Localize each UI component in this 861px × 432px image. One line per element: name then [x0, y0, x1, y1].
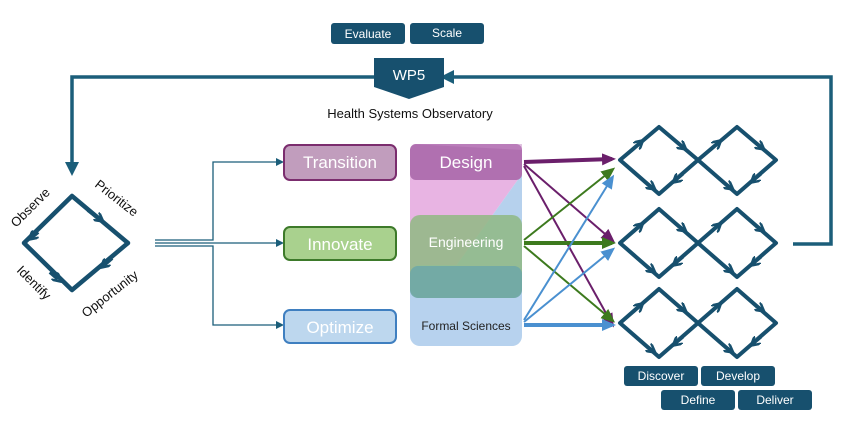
discover-button[interactable]: Discover — [624, 366, 698, 386]
engineering-label: Engineering — [429, 234, 504, 250]
define-label: Define — [681, 393, 716, 407]
wp5-caption: Health Systems Observatory — [327, 106, 493, 121]
define-button[interactable]: Define — [661, 390, 735, 410]
design-label: Design — [440, 153, 493, 172]
innovate-box[interactable]: Innovate — [283, 226, 397, 261]
wp5-label: WP5 — [393, 67, 426, 84]
transition-box[interactable]: Transition — [283, 144, 397, 181]
disciplines-panel — [410, 144, 522, 346]
discover-label: Discover — [638, 369, 685, 383]
strategy-connectors — [155, 158, 284, 329]
mapping-arrows — [523, 153, 616, 331]
feedback-loop-arrow — [65, 70, 833, 246]
innovate-label: Innovate — [307, 235, 372, 254]
cycle-label-prioritize: Prioritize — [92, 177, 141, 220]
evaluate-label: Evaluate — [345, 27, 392, 41]
transition-label: Transition — [303, 153, 377, 172]
cycle-diamond-icon — [21, 193, 131, 293]
scale-label: Scale — [432, 26, 462, 40]
wp5-pentagon-icon[interactable]: WP5 — [374, 58, 444, 99]
evaluate-button[interactable]: Evaluate — [331, 23, 405, 44]
deliver-label: Deliver — [756, 393, 793, 407]
double-diamond-icon-bottom — [618, 287, 778, 359]
develop-button[interactable]: Develop — [701, 366, 775, 386]
optimize-label: Optimize — [306, 318, 373, 337]
double-diamond-icon-top — [618, 125, 778, 196]
formal-sciences-label: Formal Sciences — [421, 319, 510, 333]
deliver-button[interactable]: Deliver — [738, 390, 812, 410]
optimize-box[interactable]: Optimize — [283, 309, 397, 344]
scale-button[interactable]: Scale — [410, 23, 484, 44]
develop-label: Develop — [716, 369, 760, 383]
double-diamond-icon-middle — [618, 207, 778, 279]
